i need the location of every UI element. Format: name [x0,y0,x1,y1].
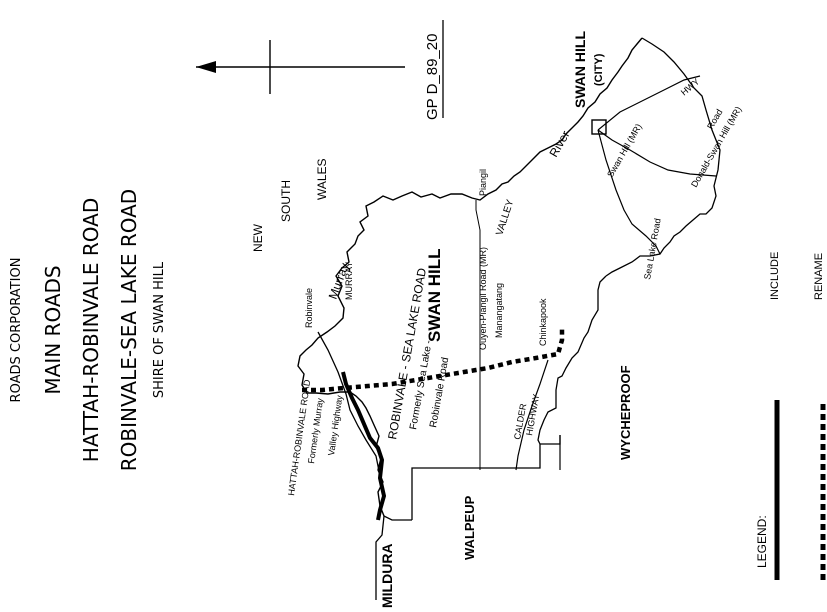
include-road-segment [341,371,387,521]
label-mildura: MILDURA [379,543,395,608]
label-manangatang: Manangatang [494,283,504,338]
label-robinvale: Robinvale [304,288,314,328]
label-city-note: (CITY) [593,53,605,86]
label-murray-upper: MURRAY [344,262,354,300]
hattah-robinvale-road [317,331,384,495]
swan-hill-city-marker [591,119,607,135]
title-block: ROADS CORPORATION MAIN ROADS HATTAH-ROBI… [9,189,167,471]
label-valley-highway: Valley Highway [326,394,344,456]
label-city-swan-hill: SWAN HILL [572,31,588,108]
plan-number-text: GP D_89_20 [424,34,441,120]
title-road-2: ROBINVALE-SEA LAKE ROAD [117,189,141,471]
title-shire: SHIRE OF SWAN HILL [152,261,167,398]
label-ouyen-piangil: Ouyen-Piangil Road (MR) [478,247,488,350]
shire-inner-line [475,200,481,470]
title-organisation: ROADS CORPORATION [9,258,24,403]
calder-highway-line [515,359,549,471]
label-wales: WALES [315,158,329,200]
north-arrow [196,40,405,94]
label-swan-hill-mr: Swan Hill (MR) [605,122,644,179]
title-heading: MAIN ROADS [41,265,65,394]
label-robinvale-road: Robinvale Road [428,357,451,429]
murray-valley-hwy-east [597,75,701,131]
south-boundary [537,275,607,445]
donald-swan-hill-road-line [597,129,717,177]
legend-heading: LEGEND: [755,515,769,568]
label-chinkapook: Chinkapook [538,298,548,346]
label-hattah-robinvale: HATTAH-ROBINVALE ROAD [286,379,312,497]
map-linework [297,37,721,600]
label-river: River [546,128,572,159]
walpeup-west-boundary [375,514,412,600]
label-valley: VALLEY [494,198,516,237]
label-south: SOUTH [279,180,293,222]
label-shire-walpeup: WALPEUP [462,495,477,560]
title-road-1: HATTAH-ROBINVALE ROAD [79,198,103,462]
label-new: NEW [251,223,265,252]
label-formerly-murray: Formerly Murray [306,397,325,464]
legend-include-label: INCLUDE [769,252,781,300]
label-shire-wycheproof: WYCHEPROOF [618,365,633,460]
label-highway: HIGHWAY [524,393,541,436]
label-sea-lake-road: Sea Lake Road [642,218,663,281]
legend-rename-label: RENAME [813,253,825,300]
wycheproof-walpeup-boundary [411,444,541,520]
map-labels: NEW SOUTH WALES Murray River MURRAY VALL… [251,31,743,608]
label-piangil: Piangil [478,169,488,196]
plan-number: GP D_89_20 [424,20,444,120]
legend: LEGEND: INCLUDE RENAME [755,252,826,580]
label-hwy: HWY [679,76,702,97]
city-boundary [605,37,721,277]
rename-road-segment [302,326,565,393]
sea-lake-road-line [597,129,661,255]
label-shire-swan-hill: SWAN HILL [425,249,444,343]
